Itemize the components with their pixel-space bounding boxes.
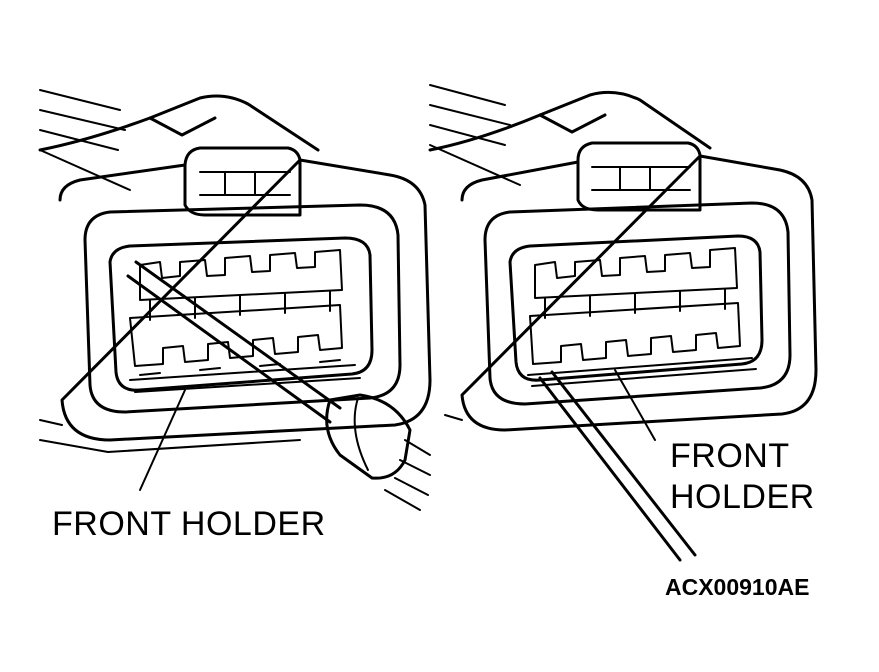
release-tool [538,370,697,562]
front-holder-label-right-line2: HOLDER [670,478,815,516]
right-terminal-row-upper [534,247,738,319]
left-leader-line [139,389,186,491]
left-terminal-row-upper [139,249,343,321]
front-holder-label-left: FRONT HOLDER [52,505,326,543]
figure-code: ACX00910AE [665,574,810,600]
left-connector [38,89,432,511]
right-connector [428,84,818,562]
right-leader-line [614,369,656,441]
right-terminal-row-lower [529,302,741,365]
screwdriver [126,260,431,511]
front-holder-label-right-line1: FRONT [670,437,790,475]
left-terminal-row-lower [129,304,343,376]
front-holder-label-right: FRONT HOLDER [670,436,815,518]
